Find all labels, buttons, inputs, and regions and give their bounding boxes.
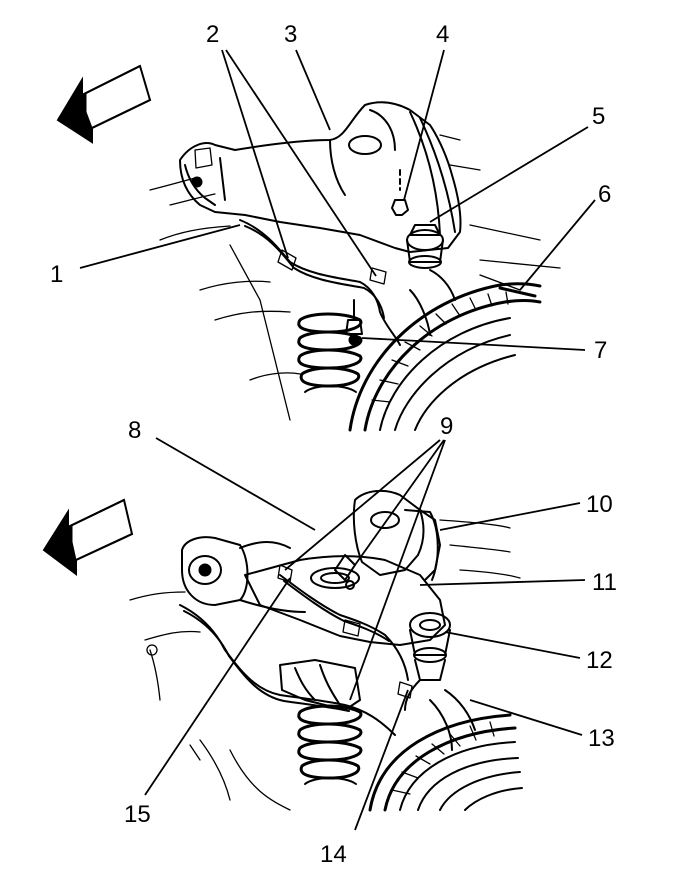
- callout-4: 4: [436, 21, 449, 48]
- lower-control-arm: [244, 489, 446, 646]
- callout-7: 7: [594, 337, 607, 364]
- callout-labels: 1 2 3 4 5 6 7 8 9 10 11 12 13 14 15: [50, 21, 617, 868]
- callout-5: 5: [592, 103, 605, 130]
- frame-lines-bottom: [129, 519, 521, 811]
- direction-arrow-icon: [42, 498, 134, 576]
- brake-lines-bottom: [179, 564, 413, 736]
- brake-lines-top: [239, 219, 401, 346]
- callout-12: 12: [586, 647, 613, 674]
- ball-joint-top: [391, 169, 444, 269]
- leader-lines-top: [79, 49, 596, 351]
- callout-14: 14: [320, 841, 347, 868]
- callout-1: 1: [50, 261, 63, 288]
- lower-arm: [279, 659, 361, 711]
- callout-9: 9: [440, 413, 453, 440]
- callout-11: 11: [592, 569, 617, 596]
- callout-10: 10: [586, 491, 613, 518]
- direction-arrow-icon: [56, 64, 152, 144]
- rotor-top: [348, 269, 542, 432]
- callout-13: 13: [588, 725, 615, 752]
- coil-spring-bottom: [297, 704, 363, 785]
- callout-15: 15: [124, 801, 151, 828]
- coil-spring-top: [297, 312, 363, 393]
- ball-joint-bottom: [404, 612, 451, 711]
- callout-3: 3: [284, 21, 297, 48]
- callout-6: 6: [598, 181, 611, 208]
- callout-2: 2: [206, 21, 219, 48]
- callout-8: 8: [128, 417, 141, 444]
- rotor-bottom: [368, 689, 523, 812]
- leader-lines-bottom: [144, 437, 586, 831]
- shock-bolt-top: [345, 299, 363, 346]
- bottom-view: [42, 437, 586, 831]
- top-view: [56, 49, 596, 432]
- frame-lines: [149, 134, 561, 421]
- lower-control-arm-bracket: [181, 536, 306, 613]
